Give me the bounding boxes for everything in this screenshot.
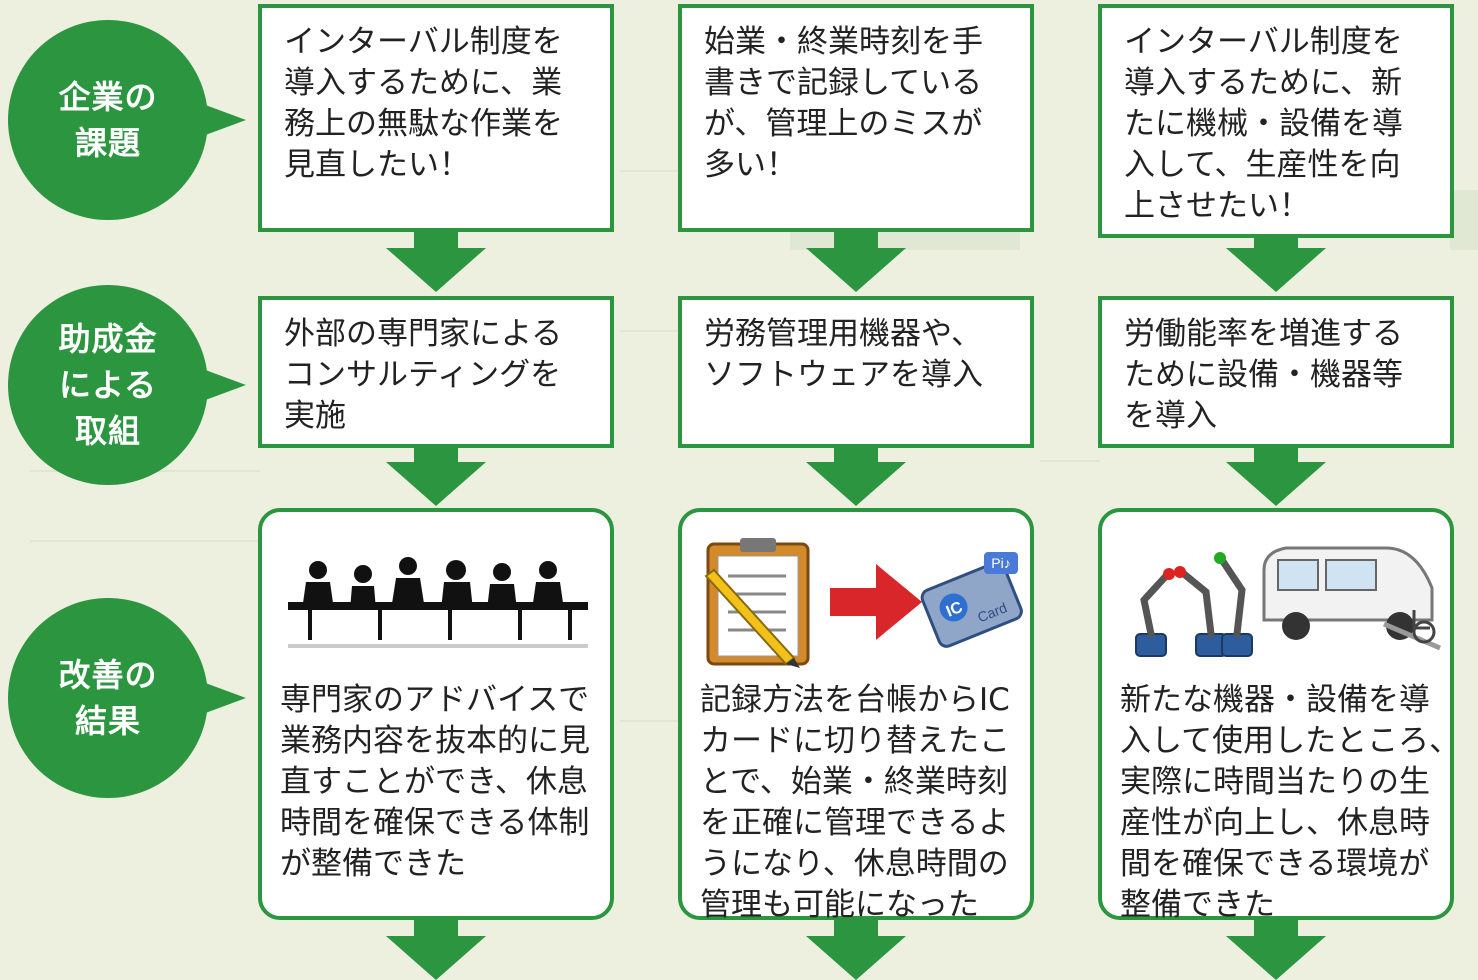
issue-line: 多い！ [704,147,797,183]
issue-line: 始業・終業時刻を手 [704,24,983,60]
result-line: 入して使用したところ、 [1120,723,1461,759]
robot-arms-and-van-illustration [1135,546,1441,657]
down-arrow-icon [1226,936,1326,980]
issue-box-1: インターバル制度を 導入するために、業 務上の無駄な作業を 見直したい！ [258,4,614,232]
result-text-1: 専門家のアドバイスで 業務内容を抜本的に見 直すことができ、休息 時間を確保でき… [280,680,590,885]
down-arrow-icon [386,936,486,980]
issue-box-3: インターバル制度を 導入するために、新 たに機械・設備を導 入して、生産性を向 … [1098,4,1454,238]
down-arrow-icon [806,462,906,506]
result-line: 直すことができ、休息 [280,764,588,800]
result-line: 産性が向上し、休息時 [1120,805,1430,841]
ic-card-beep-label: Pi♪ [991,555,1010,571]
action-line: ために設備・機器等 [1124,357,1403,393]
label-line: 企業の [58,78,158,116]
down-arrow-icon [806,248,906,292]
issue-line: 上させたい！ [1124,188,1310,224]
issue-line: 導入するために、業 [284,65,563,101]
result-line: 整備できた [1120,887,1275,923]
issue-line: 入して、生産性を向 [1124,147,1401,183]
action-line: ソフトウェアを導入 [704,357,983,393]
down-arrow-stem [834,232,878,250]
result-line: とで、始業・終業時刻 [700,764,1008,800]
result-line: うになり、休息時間の [700,846,1009,882]
action-line: 労務管理用機器や、 [704,316,983,352]
action-line: 労働能率を増進する [1124,316,1403,352]
down-arrow-stem [834,920,878,938]
result-line: 管理も可能になった [700,887,979,923]
label-company-issue: 企業の 課題 [8,20,246,220]
down-arrow-icon [1226,462,1326,506]
issue-line: たに機械・設備を導 [1124,106,1403,142]
label-improvement-result: 改善の 結果 [8,598,246,798]
down-arrow-stem [834,448,878,464]
business-meeting-illustration [288,557,588,648]
result-line: 専門家のアドバイスで [280,682,590,718]
label-line: 助成金 [58,320,158,358]
down-arrow-stem [414,920,458,938]
label-line: 結果 [74,702,141,740]
issue-line: 書きで記録している [704,65,983,101]
label-line: 改善の [58,656,158,694]
action-box-3: 労働能率を増進する ために設備・機器等 を導入 [1098,296,1454,448]
issue-line: インターバル制度を [1124,24,1403,60]
issue-line: 務上の無駄な作業を [284,106,563,142]
action-line: コンサルティングを [284,357,562,393]
label-line: 取組 [74,412,141,450]
result-box-1: 専門家のアドバイスで 業務内容を抜本的に見 直すことができ、休息 時間を確保でき… [258,508,614,920]
action-line: を導入 [1124,398,1217,434]
down-arrow-icon [386,462,486,506]
label-line: 課題 [74,124,141,162]
action-line: 実施 [284,398,346,434]
issue-line: が、管理上のミスが [704,106,983,142]
down-arrow-stem [414,232,458,250]
result-line: 記録方法を台帳からIC [700,682,1010,718]
down-arrow-stem [414,448,458,464]
down-arrow-icon [1226,248,1326,292]
action-box-2: 労務管理用機器や、 ソフトウェアを導入 [678,296,1034,448]
result-box-3: 新たな機器・設備を導 入して使用したところ、 実際に時間当たりの生 産性が向上し… [1098,508,1460,923]
result-line: 時間を確保できる体制 [280,805,590,841]
issue-box-2: 始業・終業時刻を手 書きで記録している が、管理上のミスが 多い！ [678,4,1034,232]
result-box-2: IC Card Pi♪ 記録方法を台帳からIC カードに切り替えたこ とで、始業… [678,508,1034,923]
result-line: カードに切り替えたこ [700,723,1010,759]
down-arrow-stem [1254,920,1298,938]
result-line: 新たな機器・設備を導 [1120,682,1430,718]
result-line: 業務内容を抜本的に見 [280,723,590,759]
ic-card-ic-label: IC [944,599,966,621]
issue-line: 見直したい！ [284,147,470,183]
result-line: 実際に時間当たりの生 [1120,764,1430,800]
result-line: が整備できた [280,846,466,882]
label-subsidy-action: 助成金 による 取組 [8,285,246,485]
result-text-2: 記録方法を台帳からIC カードに切り替えたこ とで、始業・終業時刻 を正確に管理… [700,680,1010,926]
clipboard-to-ic-card-illustration: IC Card Pi♪ [704,538,1023,668]
result-line: 間を確保できる環境が [1120,846,1430,882]
issue-line: 導入するために、新 [1124,65,1403,101]
action-box-1: 外部の専門家による コンサルティングを 実施 [258,296,614,448]
down-arrow-icon [386,248,486,292]
issue-line: インターバル制度を [284,24,563,60]
result-line: を正確に管理できるよ [700,805,1010,841]
label-line: による [58,366,158,404]
down-arrow-icon [806,936,906,980]
down-arrow-stem [1254,238,1298,250]
down-arrow-stem [1254,448,1298,464]
result-text-3: 新たな機器・設備を導 入して使用したところ、 実際に時間当たりの生 産性が向上し… [1120,680,1460,926]
action-line: 外部の専門家による [284,316,563,352]
